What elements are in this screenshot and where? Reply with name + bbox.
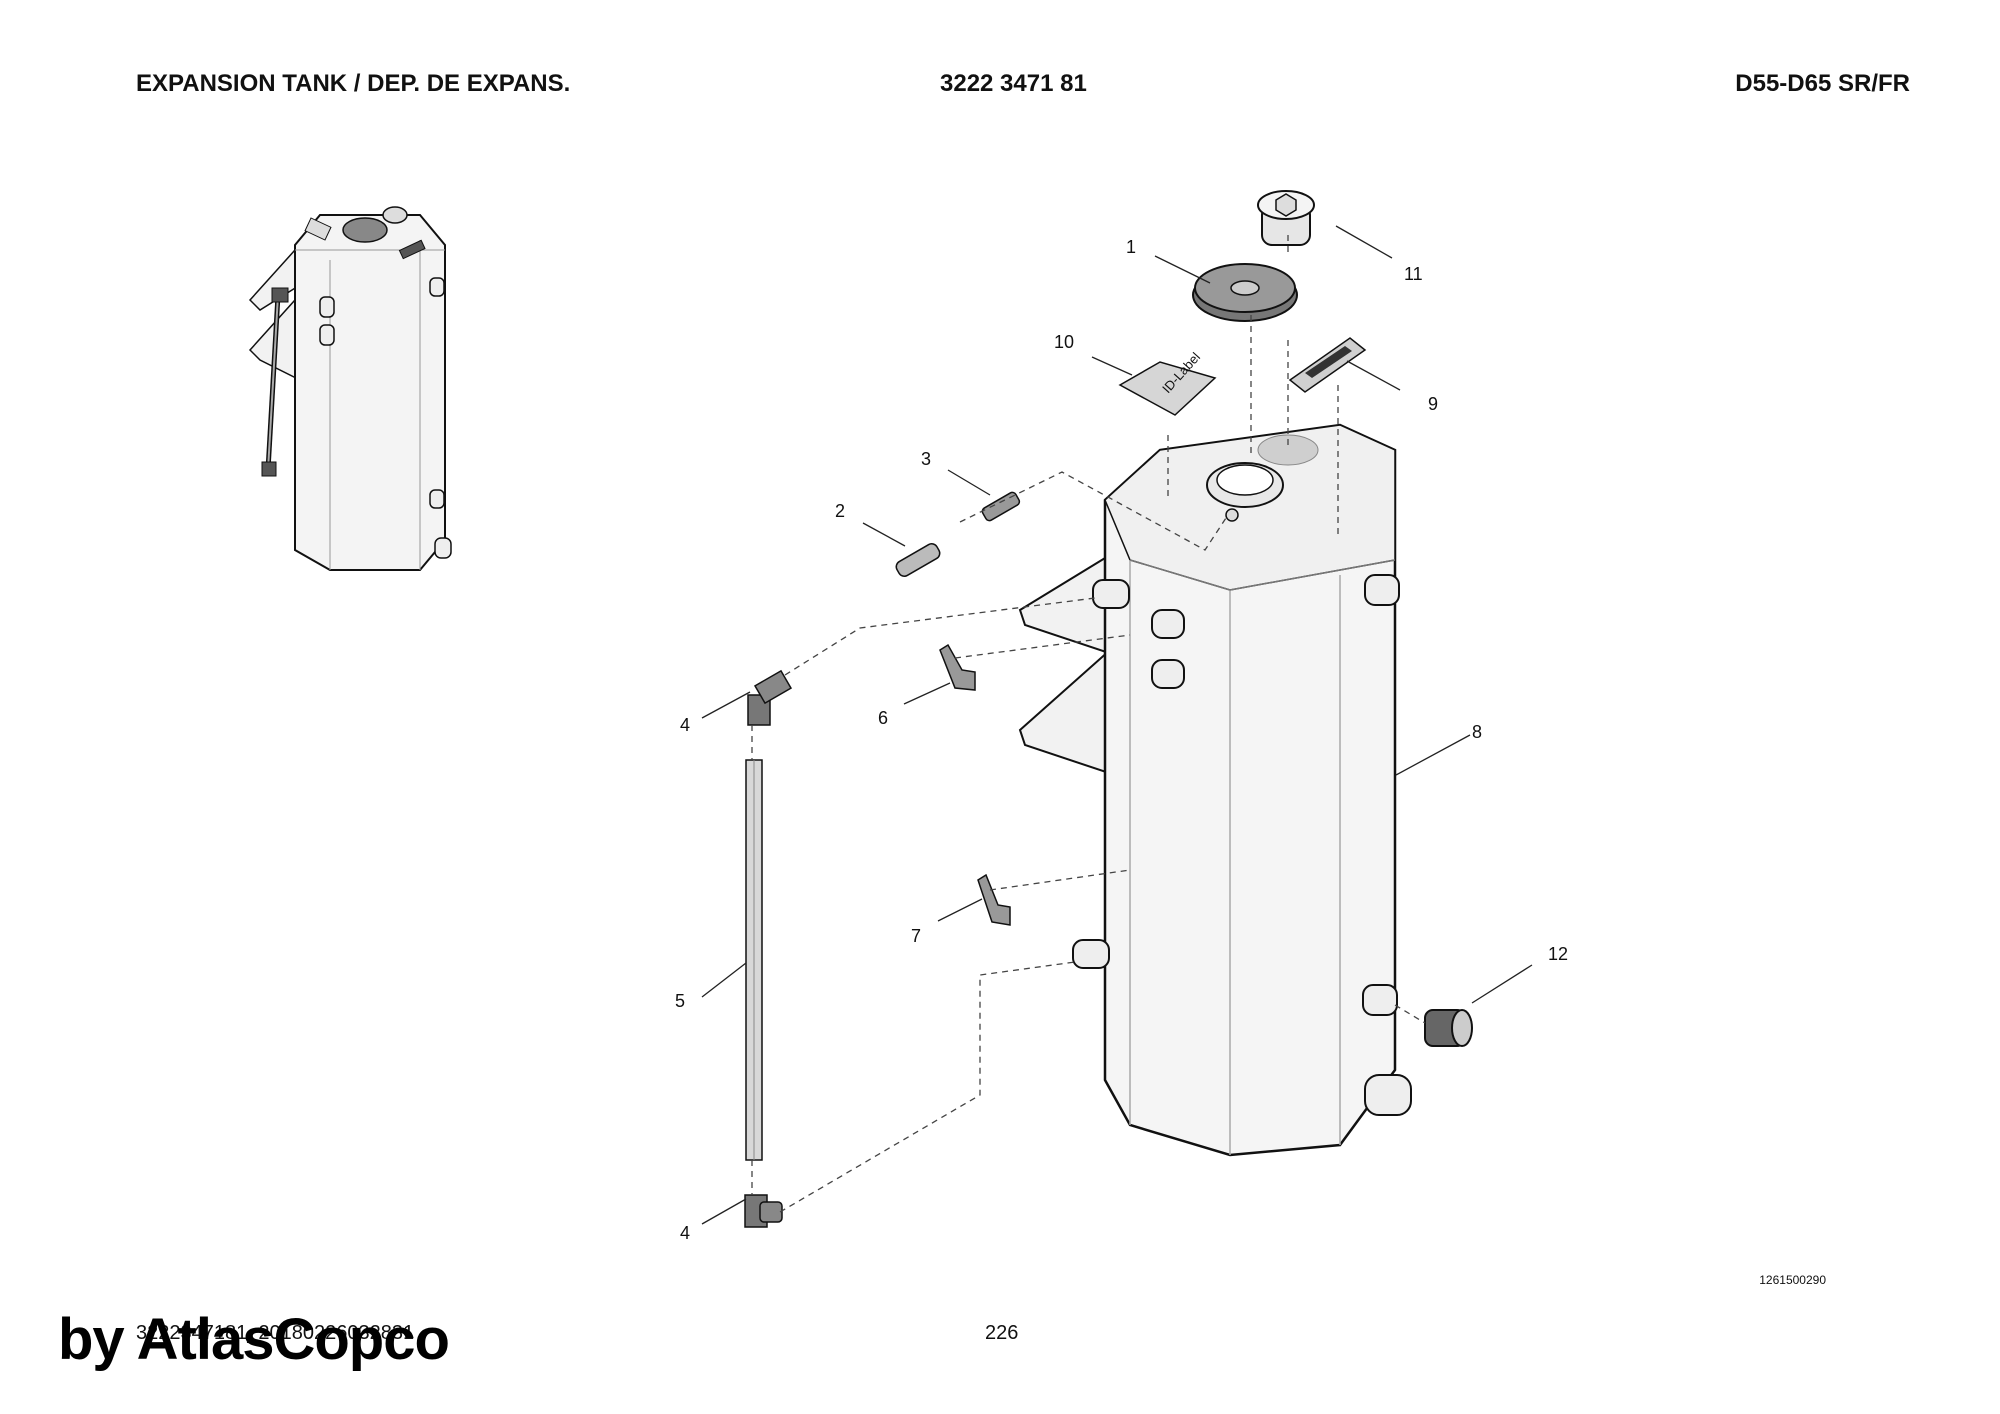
- clip-upper: [939, 643, 976, 691]
- thumbnail-cap: [342, 217, 388, 243]
- port-lower-right: [1362, 984, 1398, 1016]
- drain-plug: [1424, 1009, 1473, 1047]
- callout-4-upper: 4: [680, 715, 690, 735]
- callout-10: 10: [1054, 332, 1074, 352]
- port-upper-right: [1364, 574, 1400, 606]
- callout-6: 6: [878, 708, 888, 728]
- port-lower-left: [1072, 939, 1110, 969]
- filler-cap: [1192, 263, 1298, 322]
- elbow-fitting-lower: [744, 1194, 783, 1228]
- elbow-fitting-upper: [747, 669, 793, 726]
- header-title: EXPANSION TANK / DEP. DE EXPANS.: [136, 70, 571, 97]
- callout-3: 3: [921, 449, 931, 469]
- port-upper-left: [1092, 579, 1130, 609]
- drawing-number: 1261500290: [1759, 1273, 1826, 1287]
- callout-2: 2: [835, 501, 845, 521]
- header-part-number: 3222 3471 81: [940, 70, 1087, 97]
- thumbnail-assembly: [248, 206, 452, 571]
- callout-12: 12: [1548, 944, 1568, 964]
- mounting-bracket-lower: [1018, 647, 1117, 777]
- callout-9: 9: [1428, 394, 1438, 414]
- plug-top: [1257, 190, 1315, 246]
- footer-page-number: 226: [985, 1322, 1019, 1344]
- callout-8: 8: [1472, 722, 1482, 742]
- thumbnail-tank-body: [294, 214, 446, 571]
- watermark: by AtlasCopco: [58, 1307, 450, 1372]
- header-model: D55-D65 SR/FR: [1735, 70, 1910, 97]
- sight-opening: [1257, 434, 1319, 466]
- id-label: ID-Label: [1118, 349, 1217, 416]
- callout-7: 7: [911, 926, 921, 946]
- port-front-2: [1151, 659, 1185, 689]
- callout-5: 5: [675, 991, 685, 1011]
- callout-11: 11: [1404, 264, 1423, 284]
- nipple-fitting: [981, 491, 1021, 522]
- clip-lower: [977, 873, 1011, 926]
- callout-1: 1: [1126, 237, 1136, 257]
- port-front-1: [1151, 609, 1185, 639]
- footer-doc-id: 3222347181_20180226032831: [136, 1322, 415, 1344]
- level-decal: [1288, 337, 1367, 393]
- outlet-port: [1364, 1074, 1412, 1116]
- hose-piece: [895, 543, 941, 577]
- callout-4-lower: 4: [680, 1223, 690, 1243]
- main-assembly: ID-Label: [675, 190, 1568, 1243]
